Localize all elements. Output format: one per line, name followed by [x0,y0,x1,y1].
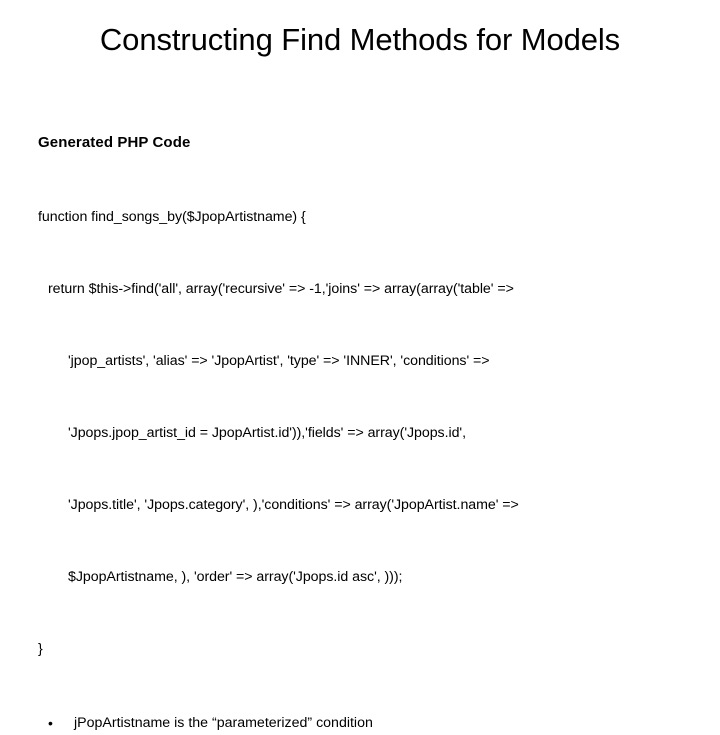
slide-body: Generated PHP Code function find_songs_b… [38,131,688,735]
code-line: } [38,641,43,657]
code-line: return $this->find('all', array('recursi… [48,281,514,297]
list-item: • jPopArtistname is the “parameterized” … [38,711,688,735]
code-line: 'jpop_artists', 'alias' => 'JpopArtist',… [68,353,490,369]
list-item-label: jPopArtistname is the “parameterized” co… [74,715,373,731]
bullet-list: • jPopArtistname is the “parameterized” … [38,711,688,735]
code-line: $JpopArtistname, ), 'order' => array('Jp… [68,569,403,585]
presentation-slide: Constructing Find Methods for Models Gen… [38,22,621,731]
bullet-point-icon: • [48,715,53,731]
code-line: 'Jpops.title', 'Jpops.category', ),'cond… [68,497,519,513]
slide-title: Constructing Find Methods for Models [99,22,621,57]
code-line: 'Jpops.jpop_artist_id = JpopArtist.id'))… [68,425,466,441]
php-code-block: function find_songs_by($JpopArtistname) … [38,157,688,709]
code-line: function find_songs_by($JpopArtistname) … [38,209,306,225]
code-section-heading: Generated PHP Code [38,134,191,151]
